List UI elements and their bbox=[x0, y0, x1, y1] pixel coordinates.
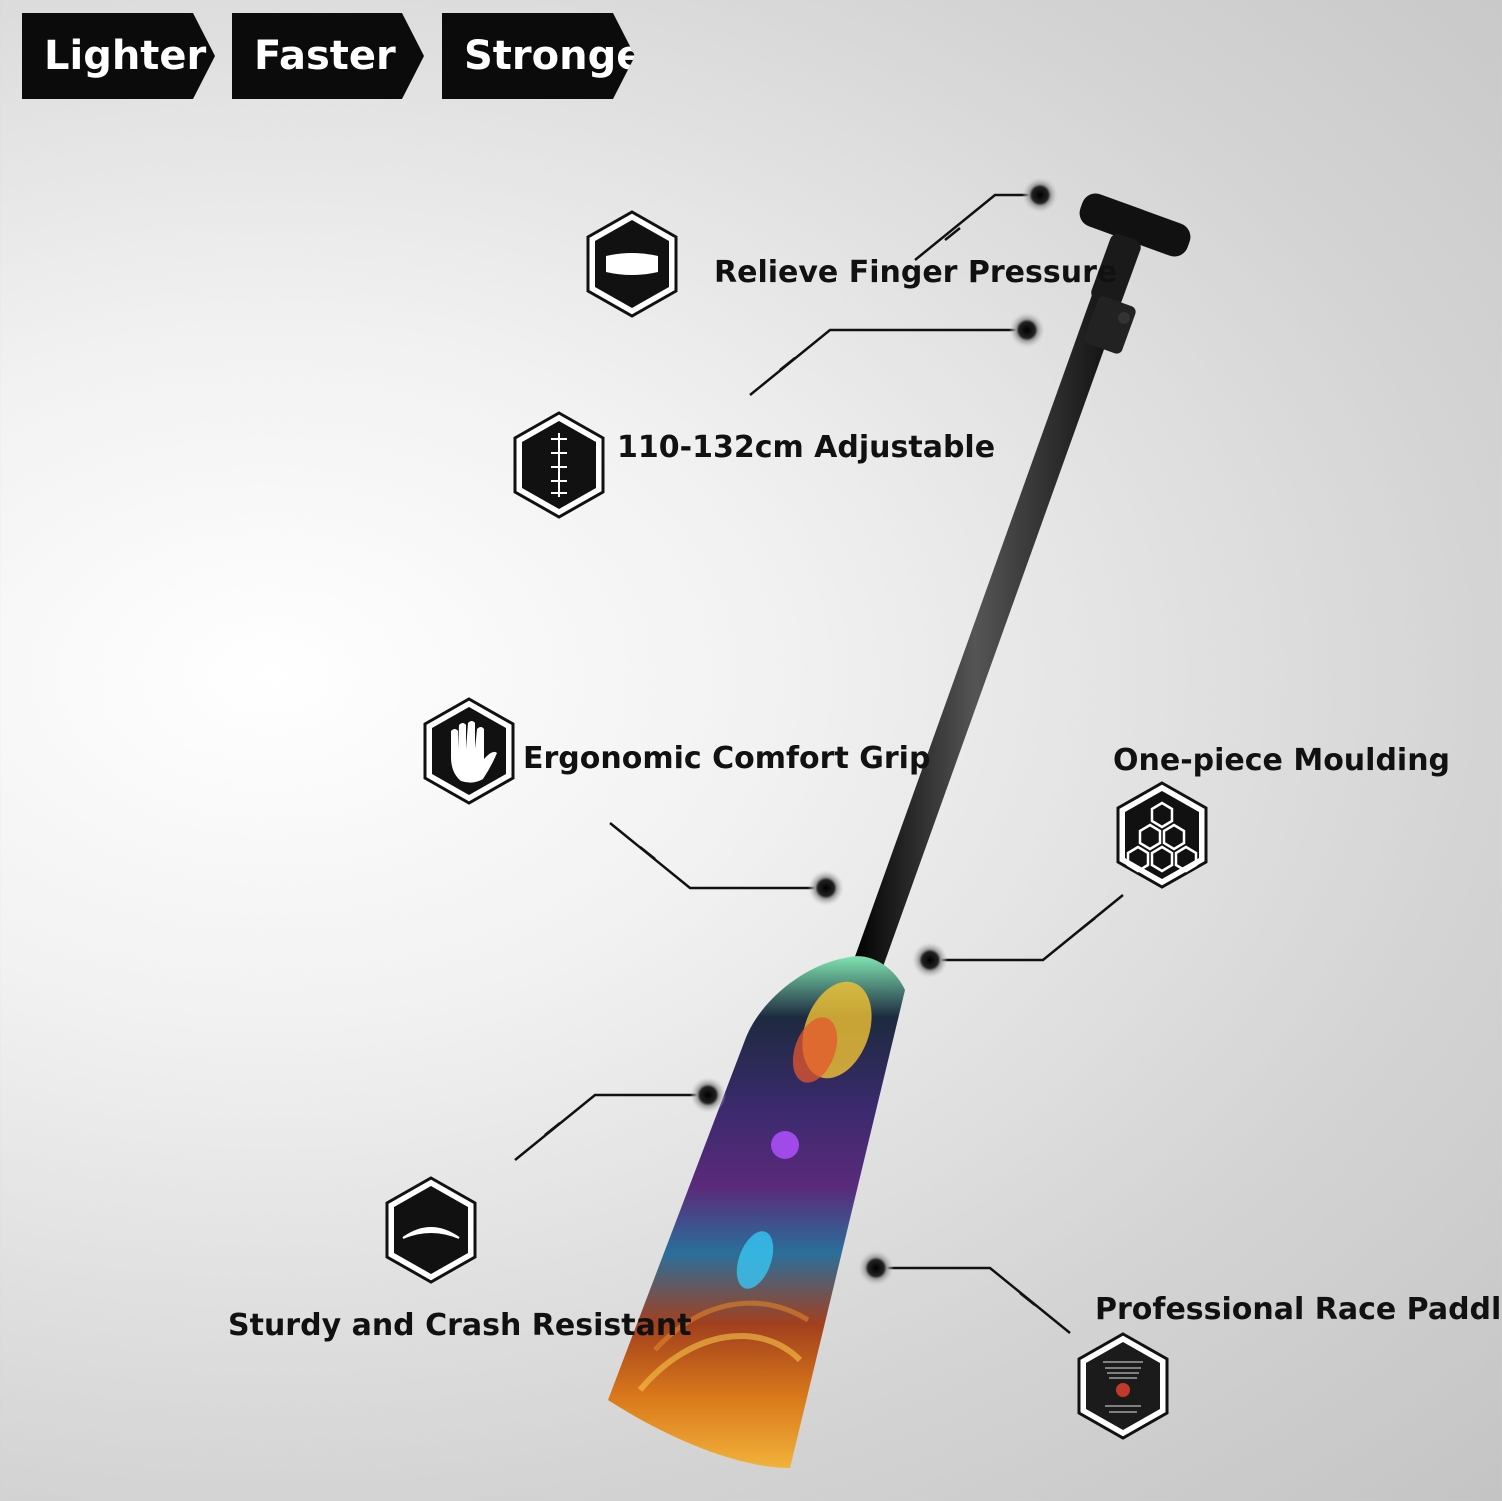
hand-icon bbox=[423, 697, 515, 805]
handle-grip-icon bbox=[586, 210, 678, 318]
label-professional-race-paddles: Professional Race Paddles bbox=[1095, 1292, 1502, 1327]
paddle-t-handle bbox=[1079, 193, 1191, 354]
certificate-label-icon bbox=[1077, 1332, 1169, 1440]
label-adjustable-length: 110-132cm Adjustable bbox=[617, 430, 996, 465]
callout-lines bbox=[514, 193, 1124, 1334]
label-ergonomic-grip: Ergonomic Comfort Grip bbox=[523, 741, 931, 776]
tag-lighter: Lighter bbox=[22, 13, 215, 99]
paddle-blade bbox=[608, 956, 905, 1468]
callout-dots bbox=[690, 177, 1058, 1286]
label-sturdy-crash-resistant: Sturdy and Crash Resistant bbox=[228, 1308, 692, 1343]
honeycomb-icon bbox=[1116, 781, 1208, 889]
ruler-scale-icon bbox=[513, 411, 605, 519]
tag-stronger: Stronger bbox=[442, 13, 635, 99]
curved-blade-icon bbox=[385, 1176, 477, 1284]
label-relieve-finger-pressure: Relieve Finger Pressure bbox=[714, 255, 1118, 290]
tag-faster: Faster bbox=[232, 13, 424, 99]
paddle-shaft bbox=[852, 278, 1126, 975]
label-one-piece-moulding: One-piece Moulding bbox=[1113, 743, 1451, 778]
